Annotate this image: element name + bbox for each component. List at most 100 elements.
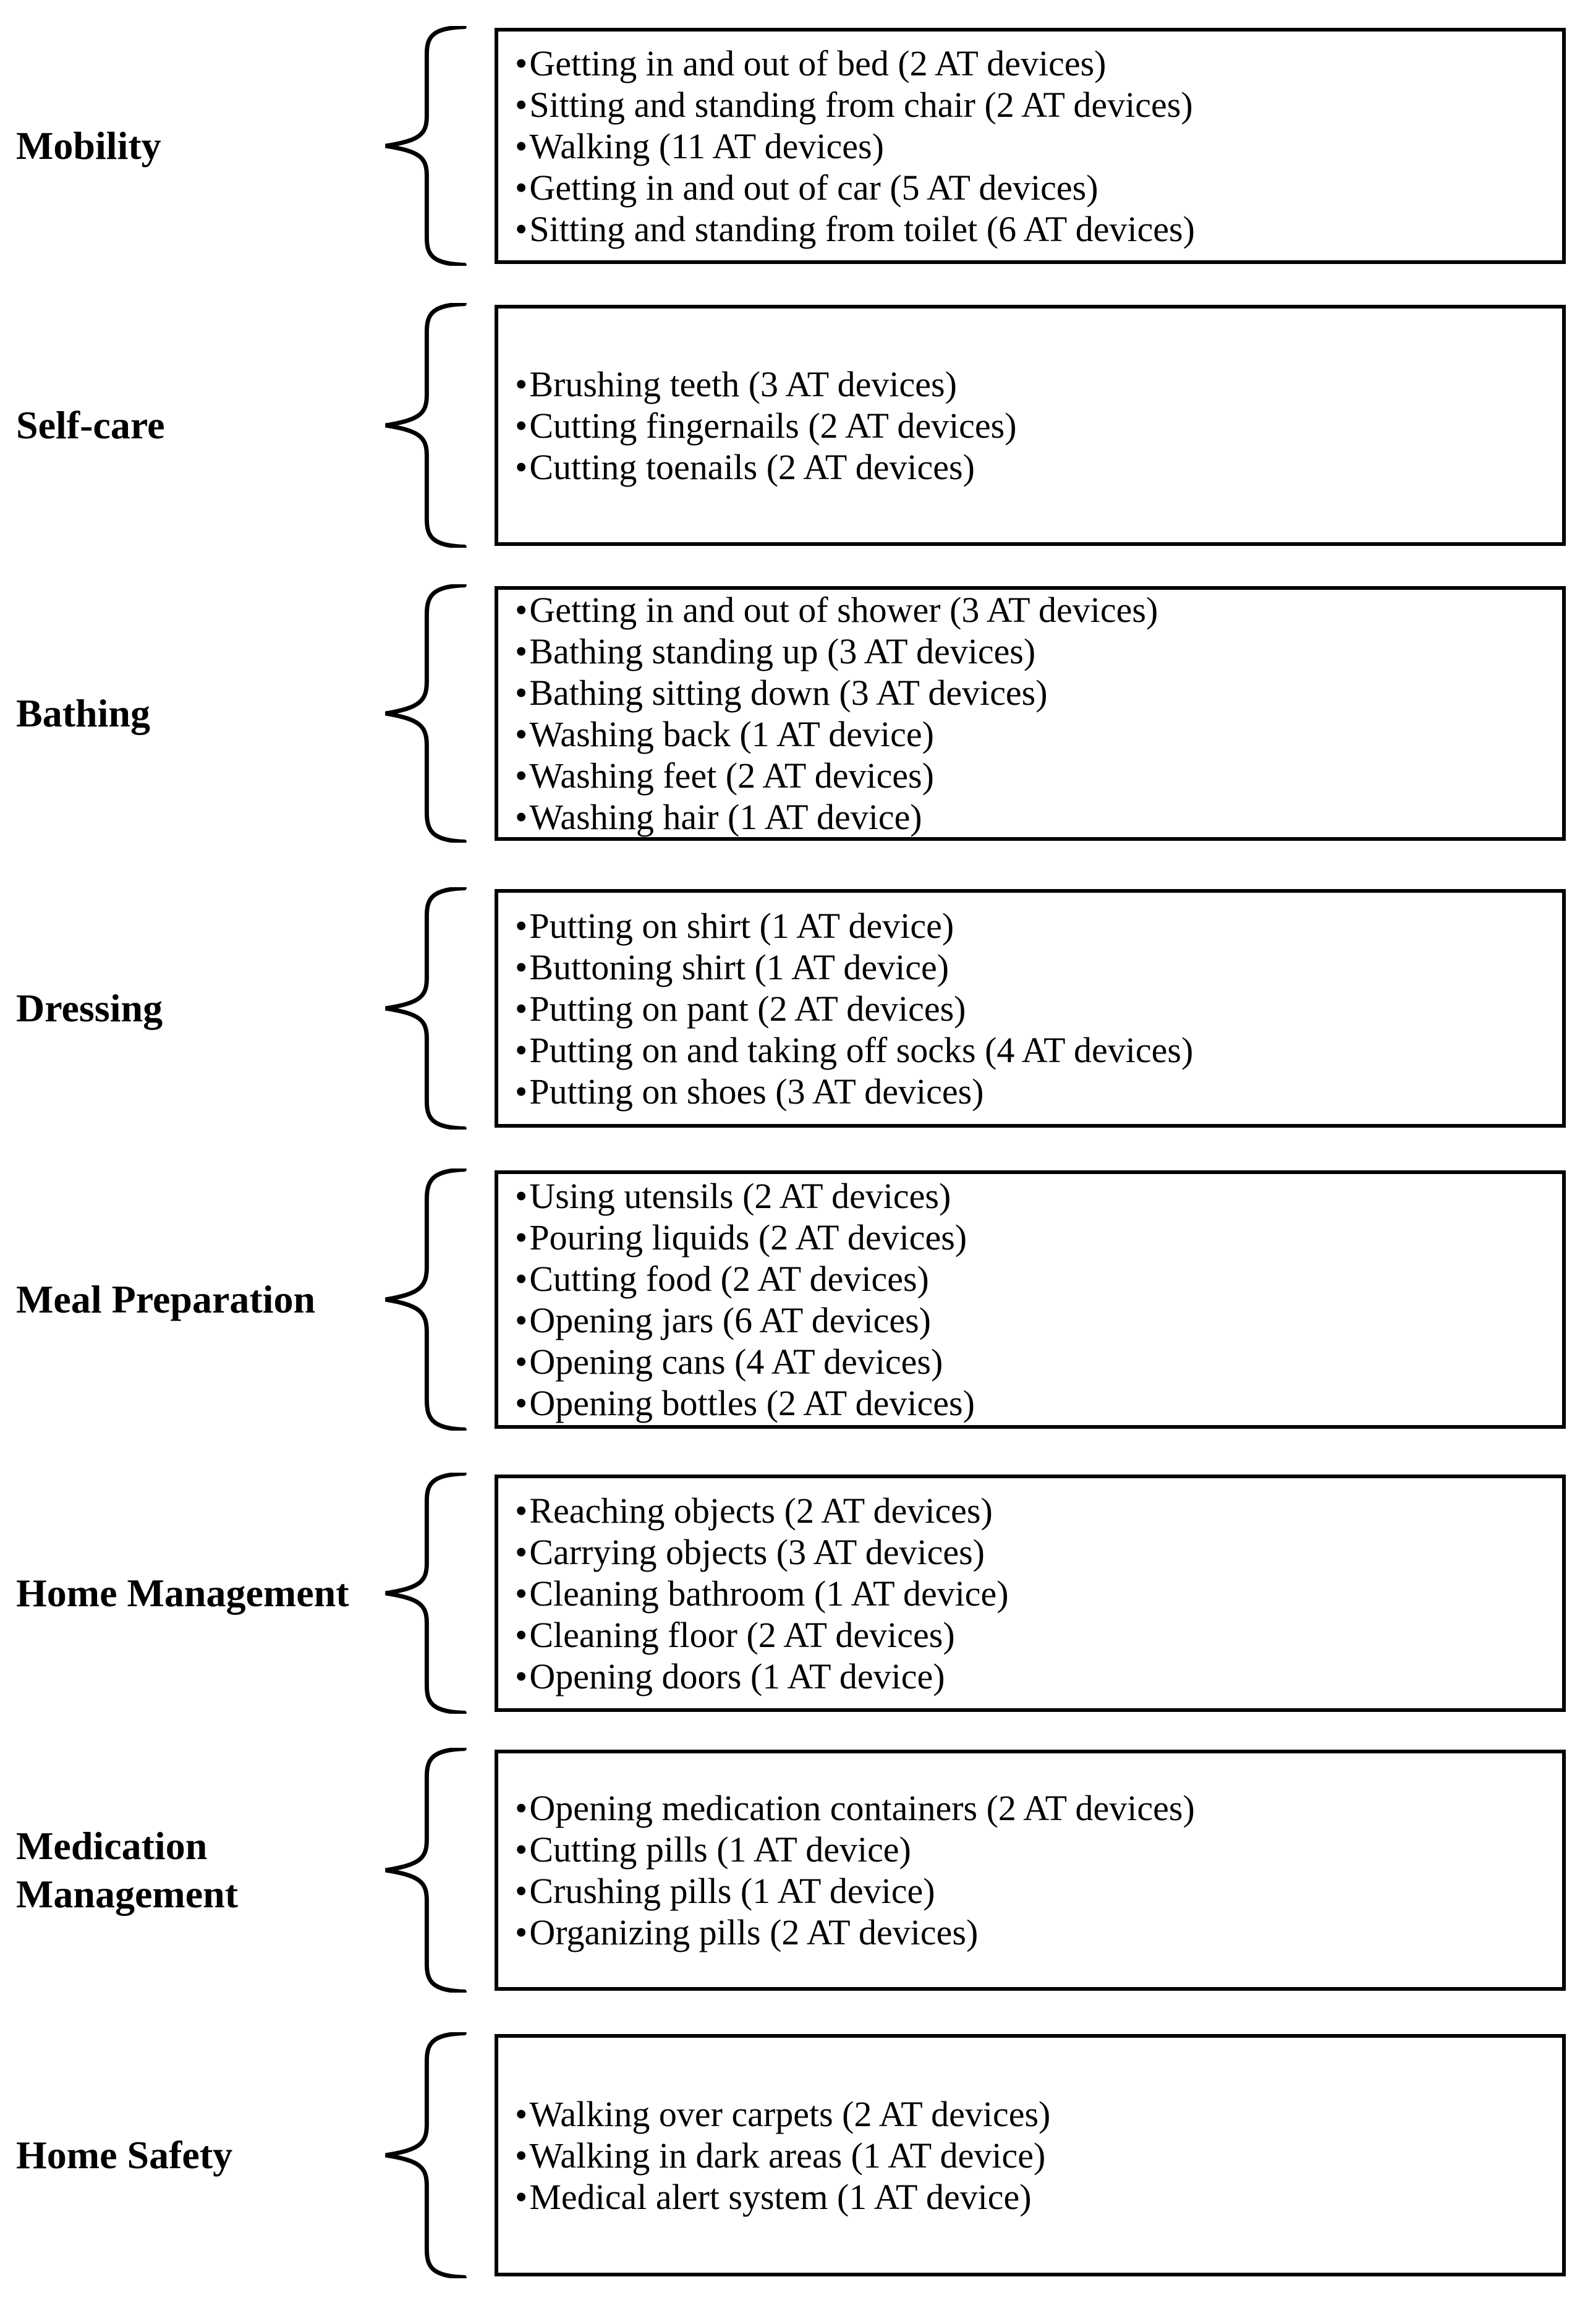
item-text: Putting on pant (2 AT devices) (529, 988, 966, 1029)
list-item: •Walking over carpets (2 AT devices) (515, 2093, 1562, 2135)
bullet-icon: • (515, 673, 528, 713)
list-item: •Cleaning floor (2 AT devices) (515, 1614, 1562, 1656)
list-item: •Bathing standing up (3 AT devices) (515, 631, 1562, 672)
section-dressing: Dressing •Putting on shirt (1 AT device)… (0, 889, 1593, 1128)
list-item: •Reaching objects (2 AT devices) (515, 1490, 1562, 1531)
section-mobility: Mobility •Getting in and out of bed (2 A… (0, 28, 1593, 264)
category-label-bathing: Bathing (16, 691, 150, 735)
list-item: •Opening medication containers (2 AT dev… (515, 1787, 1562, 1829)
bullet-icon: • (515, 43, 528, 83)
bullet-icon: • (515, 2176, 528, 2217)
section-home-safety: Home Safety •Walking over carpets (2 AT … (0, 2034, 1593, 2276)
bullet-icon: • (515, 1383, 528, 1423)
curly-brace-icon (380, 1748, 470, 1993)
list-item: •Opening doors (1 AT device) (515, 1656, 1562, 1697)
category-label-dressing: Dressing (16, 986, 163, 1030)
list-item: •Washing feet (2 AT devices) (515, 755, 1562, 796)
curly-brace-icon (380, 1473, 470, 1714)
item-text: Carrying objects (3 AT devices) (529, 1531, 985, 1572)
bullet-icon: • (515, 84, 528, 125)
list-item: •Pouring liquids (2 AT devices) (515, 1217, 1562, 1258)
item-text: Opening cans (4 AT devices) (529, 1342, 943, 1382)
bullet-icon: • (515, 126, 528, 166)
list-item: •Opening bottles (2 AT devices) (515, 1382, 1562, 1424)
section-meal-preparation: Meal Preparation •Using utensils (2 AT d… (0, 1170, 1593, 1429)
item-text: Cleaning bathroom (1 AT device) (529, 1573, 1009, 1614)
item-text: Bathing sitting down (3 AT devices) (529, 673, 1048, 713)
item-text: Sitting and standing from chair (2 AT de… (529, 84, 1193, 125)
item-text: Opening doors (1 AT device) (529, 1656, 945, 1696)
bullet-icon: • (515, 1217, 528, 1258)
bullet-icon: • (515, 1788, 528, 1828)
list-item: •Putting on shirt (1 AT device) (515, 905, 1562, 947)
item-text: Walking (11 AT devices) (529, 126, 884, 166)
items-box-meal-preparation: •Using utensils (2 AT devices) •Pouring … (495, 1170, 1566, 1429)
bullet-icon: • (515, 1259, 528, 1299)
item-text: Walking in dark areas (1 AT device) (529, 2135, 1046, 2176)
item-text: Medical alert system (1 AT device) (529, 2176, 1032, 2217)
item-text: Pouring liquids (2 AT devices) (529, 1217, 967, 1258)
section-home-management: Home Management •Reaching objects (2 AT … (0, 1475, 1593, 1712)
bullet-icon: • (515, 1531, 528, 1572)
section-self-care: Self-care •Brushing teeth (3 AT devices)… (0, 305, 1593, 546)
bullet-icon: • (515, 797, 528, 837)
items-box-self-care: •Brushing teeth (3 AT devices) •Cutting … (495, 305, 1566, 546)
curly-brace (371, 889, 495, 1128)
list-item: •Getting in and out of car (5 AT devices… (515, 167, 1562, 208)
category-label-self-care: Self-care (16, 403, 165, 447)
list-item: •Carrying objects (3 AT devices) (515, 1531, 1562, 1573)
curly-brace (371, 28, 495, 264)
bullet-icon: • (515, 1490, 528, 1531)
list-item: •Brushing teeth (3 AT devices) (515, 364, 1562, 405)
list-item: •Sitting and standing from chair (2 AT d… (515, 84, 1562, 126)
bullet-icon: • (515, 631, 528, 671)
item-text: Cutting pills (1 AT device) (529, 1829, 911, 1870)
item-text: Cutting fingernails (2 AT devices) (529, 405, 1017, 446)
bullet-icon: • (515, 1871, 528, 1911)
list-item: •Cutting pills (1 AT device) (515, 1829, 1562, 1870)
list-item: •Crushing pills (1 AT device) (515, 1870, 1562, 1912)
list-item: •Putting on pant (2 AT devices) (515, 988, 1562, 1029)
item-text: Cutting toenails (2 AT devices) (529, 446, 975, 487)
bullet-icon: • (515, 364, 528, 404)
curly-brace-icon (380, 26, 470, 266)
item-text: Washing feet (2 AT devices) (529, 756, 934, 796)
item-text: Opening medication containers (2 AT devi… (529, 1788, 1195, 1828)
item-text: Getting in and out of shower (3 AT devic… (529, 590, 1158, 630)
bullet-icon: • (515, 905, 528, 946)
list-item: •Putting on and taking off socks (4 AT d… (515, 1029, 1562, 1071)
items-box-home-safety: •Walking over carpets (2 AT devices) •Wa… (495, 2034, 1566, 2276)
bullet-icon: • (515, 947, 528, 987)
list-item: •Walking (11 AT devices) (515, 126, 1562, 167)
bullet-icon: • (515, 405, 528, 446)
item-text: Buttoning shirt (1 AT device) (529, 947, 949, 987)
item-text: Cutting food (2 AT devices) (529, 1259, 929, 1299)
list-item: •Medical alert system (1 AT device) (515, 2176, 1562, 2218)
item-text: Brushing teeth (3 AT devices) (529, 364, 957, 404)
item-text: Opening jars (6 AT devices) (529, 1300, 931, 1340)
category-label-meal-preparation: Meal Preparation (16, 1277, 316, 1321)
bullet-icon: • (515, 1614, 528, 1655)
item-text: Opening bottles (2 AT devices) (529, 1383, 975, 1423)
list-item: •Washing hair (1 AT device) (515, 796, 1562, 838)
bullet-icon: • (515, 714, 528, 754)
bullet-icon: • (515, 1656, 528, 1696)
items-box-dressing: •Putting on shirt (1 AT device) •Buttoni… (495, 889, 1566, 1128)
bullet-icon: • (515, 208, 528, 249)
list-item: •Getting in and out of shower (3 AT devi… (515, 589, 1562, 631)
section-medication-management: Medication Management •Opening medicatio… (0, 1750, 1593, 1991)
category-label-medication-management: Medication Management (16, 1824, 239, 1916)
bullet-icon: • (515, 1342, 528, 1382)
curly-brace (371, 1170, 495, 1429)
list-item: •Cutting toenails (2 AT devices) (515, 446, 1562, 488)
item-text: Putting on shirt (1 AT device) (529, 905, 954, 946)
item-text: Sitting and standing from toilet (6 AT d… (529, 208, 1195, 249)
curly-brace (371, 586, 495, 841)
items-box-bathing: •Getting in and out of shower (3 AT devi… (495, 586, 1566, 841)
item-text: Washing hair (1 AT device) (529, 797, 922, 837)
curly-brace-icon (380, 1168, 470, 1431)
bullet-icon: • (515, 1912, 528, 1952)
category-label-mobility: Mobility (16, 124, 161, 168)
list-item: •Walking in dark areas (1 AT device) (515, 2135, 1562, 2176)
item-text: Getting in and out of bed (2 AT devices) (529, 43, 1107, 83)
